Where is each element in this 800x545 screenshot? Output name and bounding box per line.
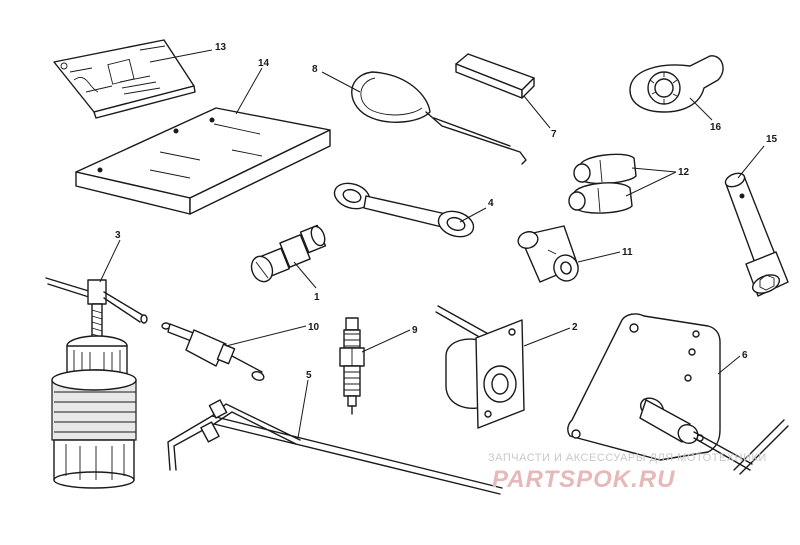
callout-3: 3 [115,230,121,241]
callout-12: 12 [678,167,690,178]
callout-7: 7 [551,129,557,140]
part-13-manual-booklet [53,39,196,119]
callout-8: 8 [312,64,318,75]
callout-10: 10 [308,322,320,333]
callout-1: 1 [314,292,320,303]
part-16-tab-washer [629,55,724,113]
part-6-mounting-plate [567,313,789,475]
callout-13: 13 [215,42,227,53]
callout-14: 14 [258,58,270,69]
part-8-strap-loop [351,71,527,165]
callout-9: 9 [412,325,418,336]
callout-2: 2 [572,322,578,333]
callout-5: 5 [306,370,312,381]
part-15-box-spanner [724,172,789,297]
callout-15: 15 [766,134,778,145]
part-7-bar [455,53,535,99]
callout-11: 11 [622,247,633,258]
part-4-ring-wrench [333,182,475,238]
part-3-puller [45,277,148,489]
part-11-slotted-sleeve [517,225,579,283]
part-1-adapter [250,224,327,283]
part-9-spark-plug [339,317,365,415]
part-14-flat-plate [75,107,331,215]
part-2-flanged-holder [435,305,525,429]
callout-numbers: 13 14 8 7 16 12 15 4 1 11 3 10 9 2 5 6 [115,42,778,381]
watermark-brand-logo: PARTSPOK.RU [492,466,676,493]
callout-6: 6 [742,350,748,361]
callout-16: 16 [710,122,722,133]
part-10-probe-tool [161,322,265,381]
callout-leaders [99,49,765,439]
callout-4: 4 [488,198,494,209]
part-5-bent-rod [167,399,503,495]
part-12-split-sleeves [568,153,637,214]
watermark-tagline: ЗАПЧАСТИ И АКСЕССУАРЫ ДЛЯ МОТОТЕХНИКИ [488,452,767,464]
